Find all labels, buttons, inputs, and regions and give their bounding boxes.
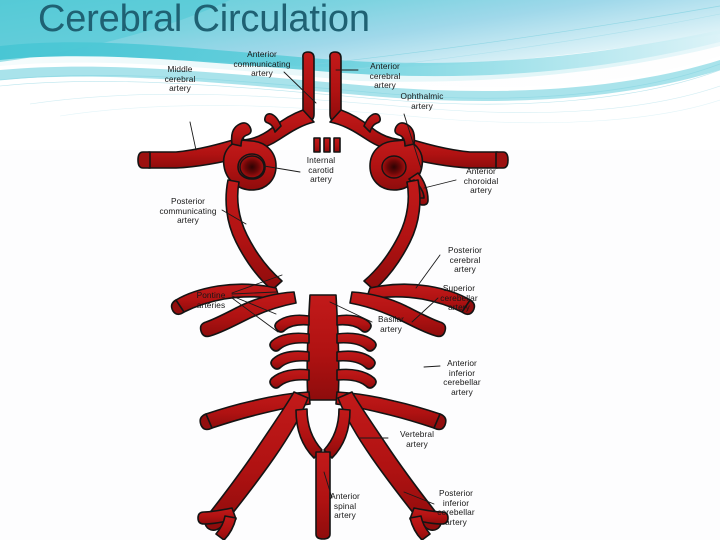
leader-pontine-2 <box>231 291 277 295</box>
circle-of-willis-diagram <box>137 51 509 540</box>
label-anterior-choroidal-artery: Anterior choroidal artery <box>463 166 499 196</box>
label-basilar-artery: Basilar artery <box>377 314 405 334</box>
leader-anterior-inferior-cerebellar-artery <box>423 365 441 368</box>
leader-basilar-artery <box>329 301 373 323</box>
label-anterior-spinal-artery: Anterior spinal artery <box>330 491 360 521</box>
leader-pontine-4 <box>231 297 279 333</box>
label-posterior-inferior-cerebellar-artery: Posterior inferior cerebellar artery <box>437 488 475 527</box>
leader-superior-cerebellar-artery <box>411 297 439 323</box>
label-posterior-communicating-artery: Posterior communicating artery <box>159 196 217 226</box>
label-vertebral-artery: Vertebral artery <box>399 429 435 449</box>
label-middle-cerebral-artery: Middle cerebral artery <box>164 64 196 94</box>
leader-posterior-communicating-artery <box>221 209 247 225</box>
leader-middle-cerebral-artery <box>189 121 197 151</box>
label-posterior-cerebral-artery: Posterior cerebral artery <box>447 245 483 275</box>
label-pontine-arteries: Pontine arteries <box>196 290 226 310</box>
label-anterior-cerebral-artery: Anterior cerebral artery <box>369 61 401 91</box>
label-superior-cerebellar-artery: Superior cerebellar artery <box>440 283 478 313</box>
page-title: Cerebral Circulation <box>38 0 370 40</box>
leader-anterior-choroidal-artery <box>423 179 457 189</box>
leader-posterior-inferior-cerebellar-artery <box>403 491 435 505</box>
label-internal-carotid-artery: Internal carotid artery <box>306 155 336 185</box>
label-anterior-communicating-artery: Anterior communicating artery <box>233 49 291 79</box>
leader-posterior-cerebral-artery <box>415 254 441 289</box>
leader-internal-carotid-artery <box>263 165 301 173</box>
label-anterior-inferior-cerebellar-artery: Anterior inferior cerebellar artery <box>443 358 481 397</box>
leader-pontine-1 <box>231 274 283 294</box>
leader-pontine-3 <box>231 295 277 315</box>
label-ophthalmic-artery: Ophthalmic artery <box>400 91 444 111</box>
leader-anterior-spinal-artery <box>323 471 333 499</box>
